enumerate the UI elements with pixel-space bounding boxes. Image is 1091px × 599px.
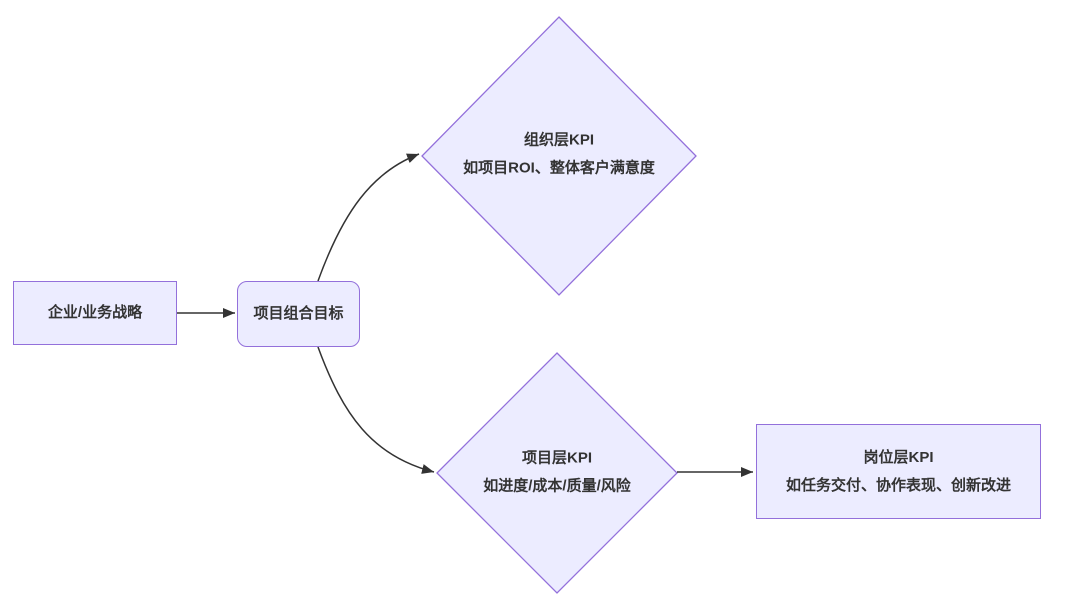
node-strategy: 企业/业务战略 [13,281,177,345]
node-project-kpi-label: 项目层KPI 如进度/成本/质量/风险 [483,449,631,495]
org-kpi-title: 组织层KPI [523,131,595,149]
role-kpi-title: 岗位层KPI [863,448,934,466]
diamond-project-kpi [436,352,678,594]
diamond-org-kpi [421,16,697,296]
edge-portfolio-to-org-kpi [317,153,420,282]
org-kpi-subtitle: 如项目ROI、整体客户满意度 [463,159,655,177]
node-portfolio: 项目组合目标 [237,281,360,347]
node-role-kpi: 岗位层KPI 如任务交付、协作表现、创新改进 [756,424,1041,519]
node-strategy-label: 企业/业务战略 [47,304,143,322]
project-kpi-title: 项目层KPI [521,449,593,467]
edge-portfolio-to-project-kpi [317,346,435,474]
node-org-kpi-label: 组织层KPI 如项目ROI、整体客户满意度 [463,131,655,177]
node-portfolio-label: 项目组合目标 [253,305,344,323]
role-kpi-subtitle: 如任务交付、协作表现、创新改进 [785,477,1011,494]
project-kpi-subtitle: 如进度/成本/质量/风险 [483,477,631,495]
